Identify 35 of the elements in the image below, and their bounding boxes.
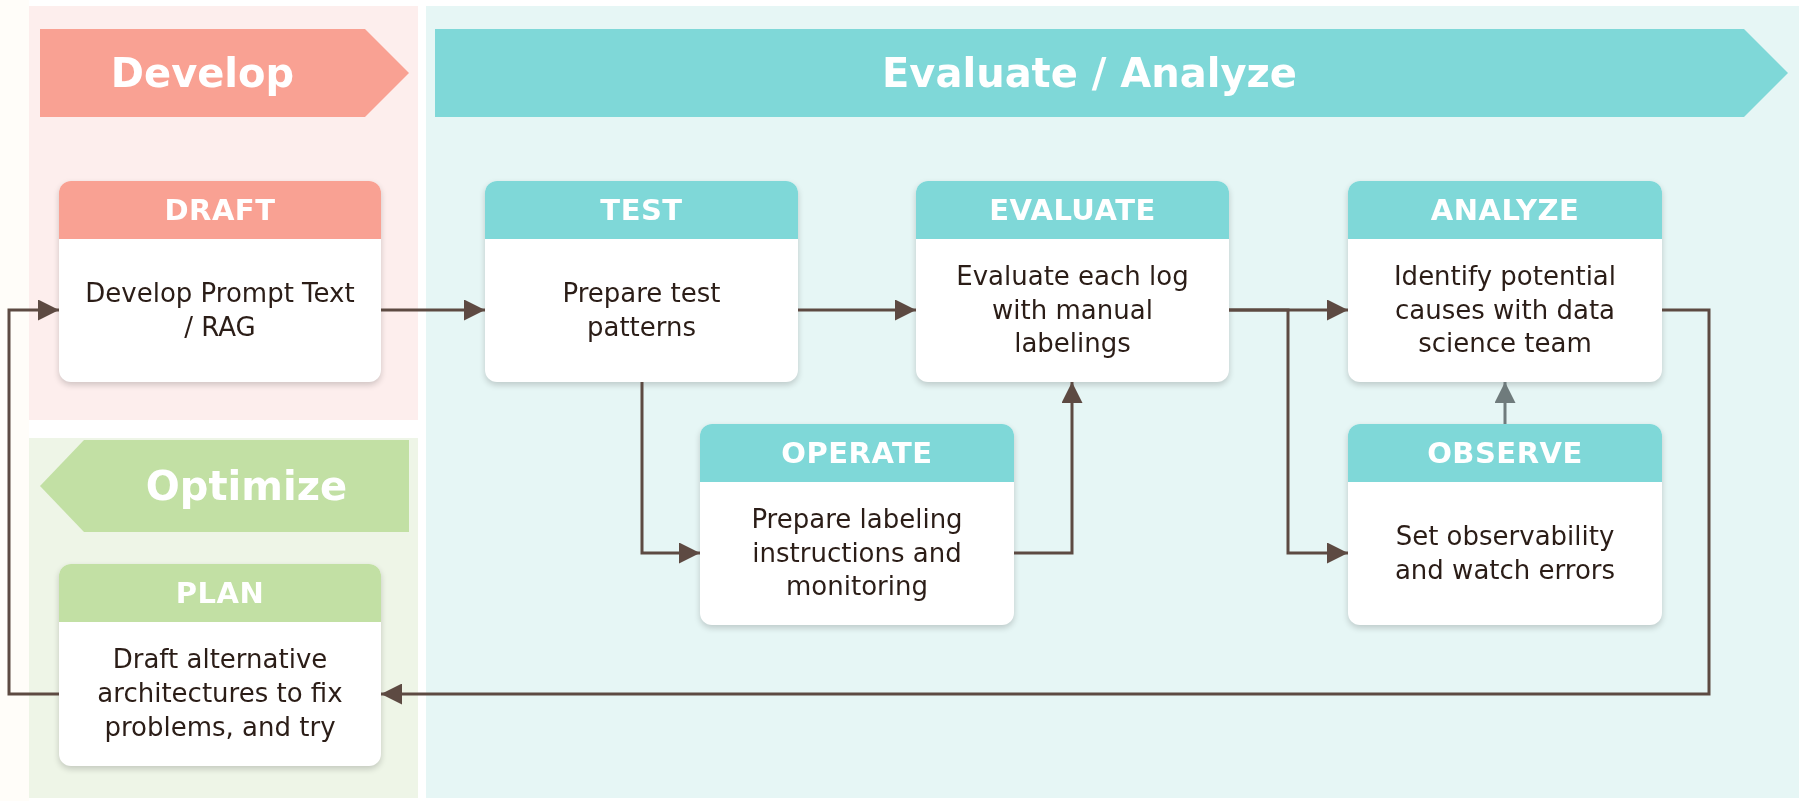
arrow <box>798 299 916 321</box>
process-card <box>1348 181 1662 382</box>
arrow <box>1229 308 1348 564</box>
card-header: TEST <box>485 181 798 239</box>
card-text: Prepare test patterns <box>561 276 722 344</box>
card-text: Evaluate each log with manual labelings <box>955 259 1190 361</box>
arrow <box>381 308 1711 705</box>
arrow-banner: Develop <box>40 29 409 117</box>
arrow <box>1494 382 1516 424</box>
card-header: PLAN <box>59 564 381 622</box>
card-header: ANALYZE <box>1348 181 1662 239</box>
card-text: Draft alternative architectures to fix problems, and try <box>96 643 344 744</box>
card-text: Identify potential causes with data science team <box>1392 259 1618 361</box>
process-card <box>59 564 381 766</box>
arrow <box>640 382 700 564</box>
arrow <box>7 299 59 696</box>
zone-band <box>426 6 1799 798</box>
card-header: OPERATE <box>700 424 1014 482</box>
process-card <box>59 181 381 382</box>
zone-band <box>29 6 418 420</box>
process-card <box>1348 424 1662 625</box>
arrow <box>381 299 485 321</box>
process-card <box>916 181 1229 382</box>
card-header: EVALUATE <box>916 181 1229 239</box>
card-header: DRAFT <box>59 181 381 239</box>
zone-band <box>29 438 418 798</box>
card-text: Set observability and watch errors <box>1393 519 1617 587</box>
process-card <box>485 181 798 382</box>
card-text: Prepare labeling instructions and monitoring <box>750 502 964 604</box>
card-header: OBSERVE <box>1348 424 1662 482</box>
arrow-banner: Optimize <box>40 440 409 532</box>
card-text: Develop Prompt Text / RAG <box>84 276 356 344</box>
process-card <box>700 424 1014 625</box>
arrow <box>1014 382 1083 555</box>
arrow-banner: Evaluate / Analyze <box>435 29 1788 117</box>
